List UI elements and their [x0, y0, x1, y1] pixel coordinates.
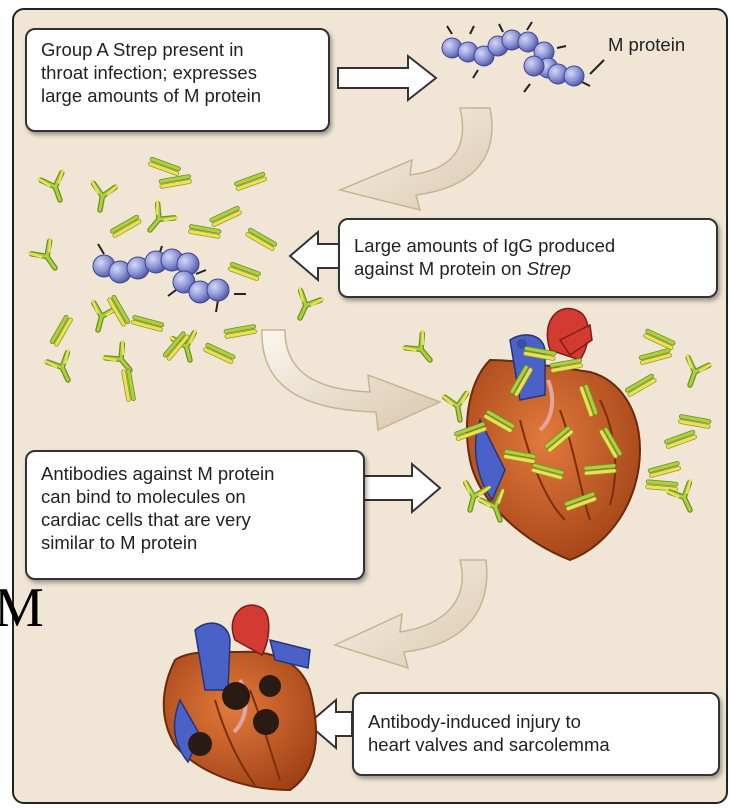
callout-line: Antibodies against M protein [41, 462, 349, 485]
callout-line: throat infection; expresses [41, 61, 314, 84]
callout-igg-produced: Large amounts of IgG produced against M … [338, 218, 718, 298]
callout-italic-text: Strep [527, 258, 571, 279]
m-protein-label: M protein [608, 34, 685, 56]
callout-line: can bind to molecules on [41, 485, 349, 508]
injured-heart [164, 605, 316, 790]
callout-strep-present: Group A Strep present in throat infectio… [25, 28, 330, 132]
strep-chain-top [442, 22, 604, 92]
pointer-arrow-strep [338, 56, 436, 100]
callout-antibodies-bind: Antibodies against M protein can bind to… [25, 450, 365, 580]
side-letter: M [0, 578, 44, 638]
callout-line: large amounts of M protein [41, 84, 314, 107]
callout-line: similar to M protein [41, 531, 349, 554]
pointer-arrow-bind [364, 464, 440, 512]
flow-arrow-1 [340, 108, 492, 210]
flow-arrow-2 [262, 330, 440, 430]
callout-line: Large amounts of IgG produced [354, 234, 702, 257]
callout-line: Group A Strep present in [41, 38, 314, 61]
callout-injury: Antibody-induced injury to heart valves … [352, 692, 720, 776]
callout-line: heart valves and sarcolemma [368, 733, 704, 756]
heart-with-antibodies [403, 308, 712, 560]
callout-line: cardiac cells that are very [41, 508, 349, 531]
callout-text: against M protein on [354, 258, 527, 279]
callout-line: Antibody-induced injury to [368, 710, 704, 733]
callout-line: against M protein on Strep [354, 257, 702, 280]
